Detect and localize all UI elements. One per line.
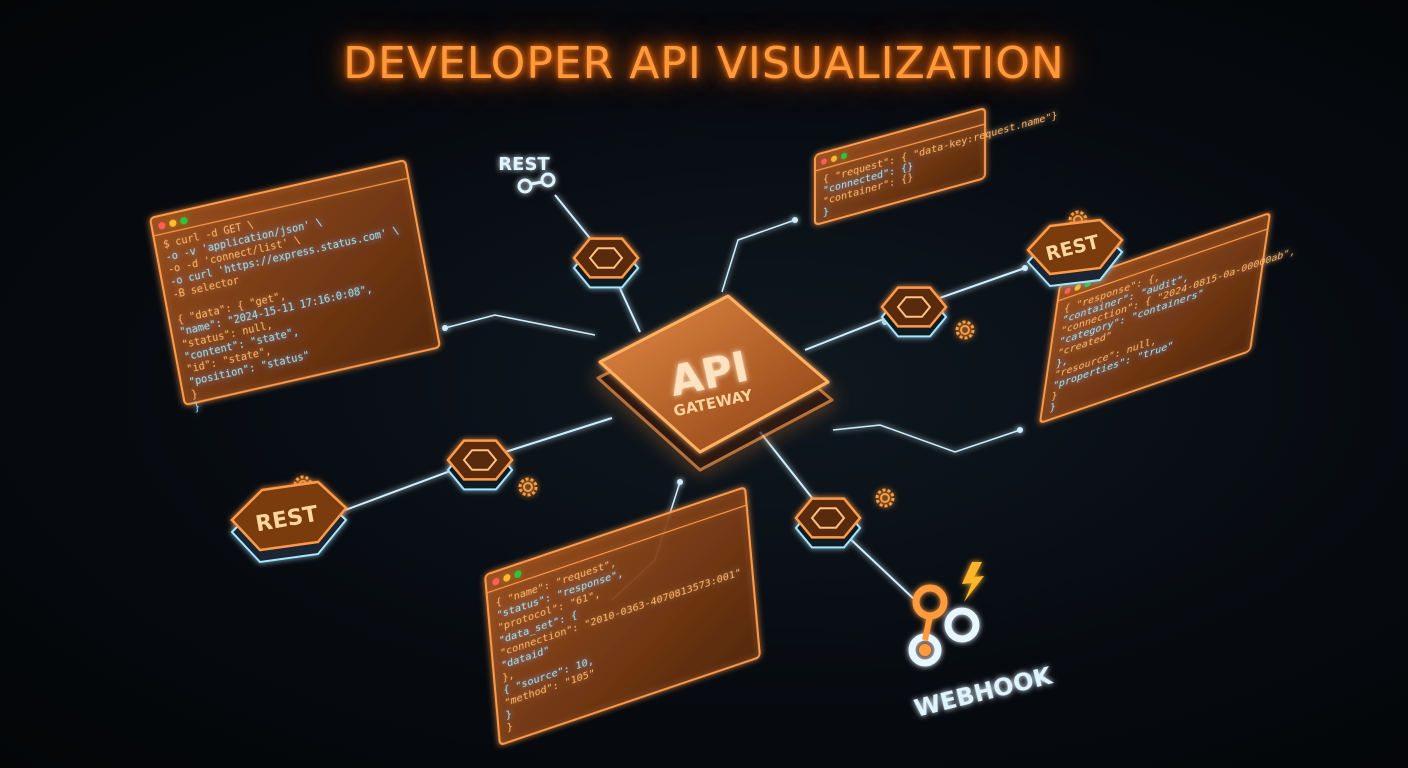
webhook-label: WEBHOOK: [911, 661, 1056, 723]
code-line: }: [193, 401, 201, 413]
code-panel-bottom: { "name": "request", "status": "response…: [484, 487, 761, 745]
code-line: }: [823, 206, 829, 218]
webhook-badge[interactable]: WEBHOOK: [908, 562, 1056, 723]
code-panel-left: $ curl -d GET \ -o -v 'application/json'…: [149, 159, 441, 414]
rest-top-label: REST: [498, 154, 550, 175]
rest-badge-left[interactable]: REST: [230, 480, 348, 564]
code-line: },: [1055, 354, 1069, 370]
code-line: }: [505, 708, 512, 722]
hex-node[interactable]: [572, 237, 640, 289]
lightning-icon: [962, 562, 984, 602]
link-icon: [517, 172, 556, 194]
page-title: DEVELOPER API VISUALIZATION: [343, 38, 1065, 89]
hex-node[interactable]: [794, 497, 862, 549]
api-gateway-node[interactable]: API GATEWAY: [596, 294, 834, 472]
code-line: },: [502, 668, 515, 684]
rest-badge-top[interactable]: REST: [498, 154, 556, 194]
connector-aux-3: [832, 424, 1021, 453]
gear-icon: [955, 320, 975, 340]
rest-badge-right[interactable]: REST: [1026, 218, 1124, 288]
connector-aux-2: [721, 219, 796, 293]
gear-icon: [518, 477, 538, 497]
code-line: }: [1050, 389, 1058, 403]
code-panel-top-right: { "request": { "data-key:request.name"} …: [814, 107, 1057, 226]
code-line: }: [191, 389, 199, 401]
connector-aux-1: [444, 314, 596, 336]
code-line: }: [1049, 400, 1057, 414]
hex-node[interactable]: [880, 286, 948, 338]
hex-node[interactable]: [446, 439, 514, 491]
code-line: }: [506, 721, 513, 735]
webhook-icon: [908, 584, 980, 667]
gear-icon: [875, 488, 895, 508]
hex-nodes: [446, 237, 948, 549]
